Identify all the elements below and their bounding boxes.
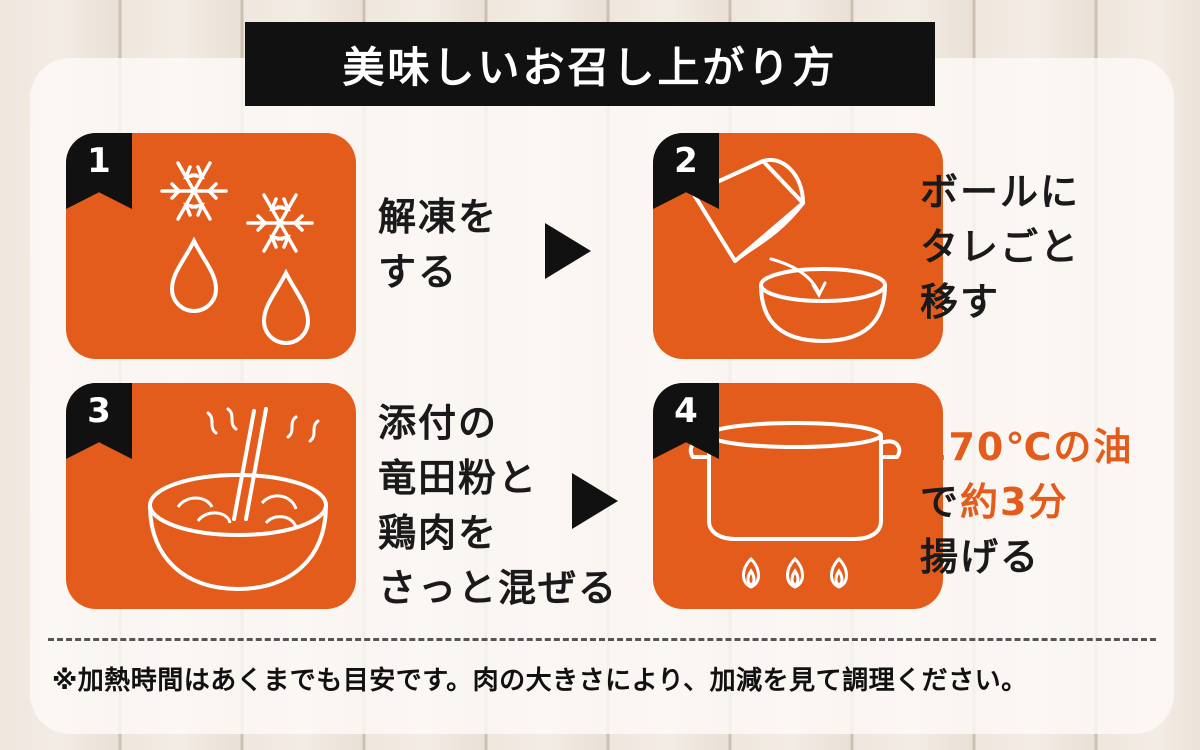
step-2-badge: 2 — [653, 133, 719, 209]
pour-illustration — [691, 157, 887, 344]
pour-arrow-icon — [769, 257, 827, 299]
steam-icon — [206, 407, 320, 443]
time-highlight: 約3分 — [960, 480, 1069, 524]
water-drop-icon — [261, 268, 311, 345]
step-1-card: 1 — [66, 133, 356, 359]
snowflake-icon — [160, 161, 228, 221]
step-1-badge: 1 — [66, 133, 132, 209]
step-4-card: 4 — [653, 383, 943, 609]
arrow-right-icon — [572, 473, 618, 529]
step-2-card: 2 — [653, 133, 943, 359]
pouring-cup-icon — [691, 157, 805, 263]
arrow-right-icon — [545, 223, 591, 279]
temperature-highlight: 170℃の油 — [920, 425, 1134, 469]
step-2-text: ボールに タレごと 移す — [920, 170, 1081, 324]
step-1-text: 解凍を する — [378, 195, 499, 294]
snowflake-icon — [246, 193, 314, 253]
thaw-illustration — [160, 161, 314, 345]
step-3-card: 3 — [66, 383, 356, 609]
chicken-pieces-icon — [176, 494, 298, 528]
mix-illustration — [148, 407, 328, 592]
pot-icon — [688, 421, 902, 541]
title-bar: 美味しいお召し上がり方 — [245, 22, 935, 106]
flame-icon — [742, 556, 848, 589]
bowl-icon — [759, 267, 887, 344]
page-title: 美味しいお召し上がり方 — [342, 42, 838, 92]
chopsticks-icon — [232, 407, 268, 521]
footnote: ※加熱時間はあくまでも目安です。肉の大きさにより、加減を見て調理ください。 — [52, 666, 1028, 696]
divider — [48, 638, 1156, 641]
bowl-icon — [148, 473, 328, 592]
step-3-badge: 3 — [66, 383, 132, 459]
step-3-text: 添付の 竜田粉と 鶏肉を さっと混ぜる — [378, 401, 619, 610]
step-4-text: 170℃の油 で約3分 揚げる — [920, 425, 1134, 579]
water-drop-icon — [169, 236, 219, 313]
step-4-badge: 4 — [653, 383, 719, 459]
